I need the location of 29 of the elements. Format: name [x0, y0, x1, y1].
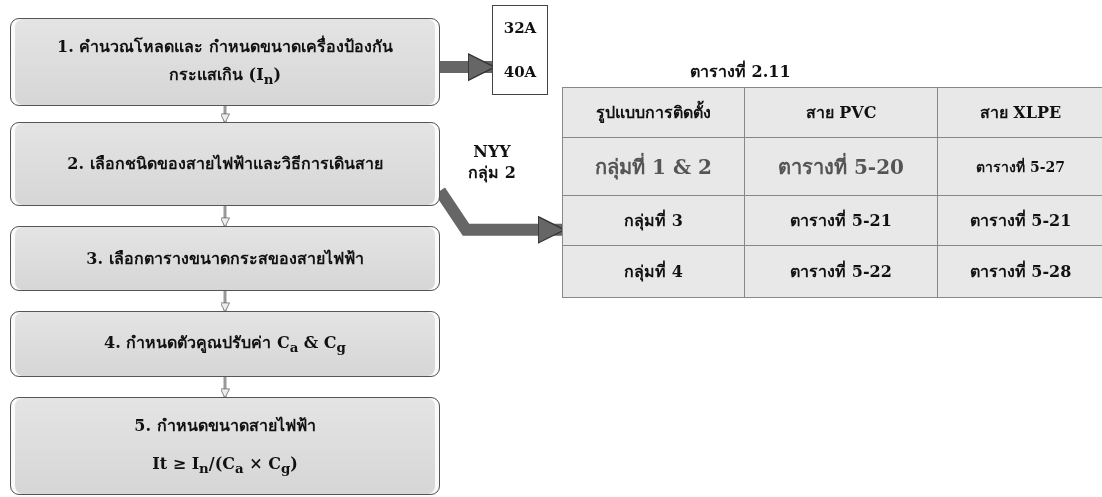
step-text: It ≥ I$_{n}$/(C$_{a}$ × C$_{g}$) [152, 452, 298, 478]
down-arrow [220, 206, 230, 228]
step-text: 3. เลือกตารางขนาดกระสของสายไฟฟ้า [86, 247, 364, 270]
table-cell: กลุ่มที่ 3 [562, 195, 745, 246]
table-cell: กลุ่มที่ 1 & 2 [562, 137, 745, 196]
current-rating: 32A [503, 19, 537, 37]
step-text: 1. คำนวณโหลดและ กำหนดขนาดเครื่องป้องกันกระแสเกิน (I$_{n}$) [56, 34, 394, 89]
down-arrow [220, 377, 230, 399]
process-box [10, 397, 440, 495]
rating-box [492, 5, 548, 95]
column-header: สาย XLPE [937, 87, 1102, 138]
step-text: 2. เลือกชนิดของสายไฟฟ้าและวิธีการเดินสาย [67, 153, 383, 176]
down-arrow [220, 291, 230, 313]
table-cell: กลุ่มที่ 4 [562, 245, 745, 298]
column-header: รูปแบบการติดตั้ง [562, 87, 745, 138]
table-cell: ตารางที่ 5-21 [744, 195, 938, 246]
process-box [10, 122, 440, 206]
table-title: ตารางที่ 2.11 [690, 59, 791, 83]
table-cell: ตารางที่ 5-22 [744, 245, 938, 298]
data-table [562, 87, 1102, 298]
process-box [10, 18, 440, 106]
column-header: สาย PVC [744, 87, 938, 138]
current-rating: 40A [503, 63, 537, 81]
process-box [10, 311, 440, 377]
down-arrow [220, 106, 230, 124]
table-cell: ตารางที่ 5-20 [744, 137, 938, 196]
process-box [10, 226, 440, 291]
step-text: 5. กำหนดขนาดสายไฟฟ้า [134, 415, 316, 438]
step-text: 4. กำหนดตัวคูณปรับค่า C$_{a}$ & C$_{g}$ [104, 332, 346, 358]
